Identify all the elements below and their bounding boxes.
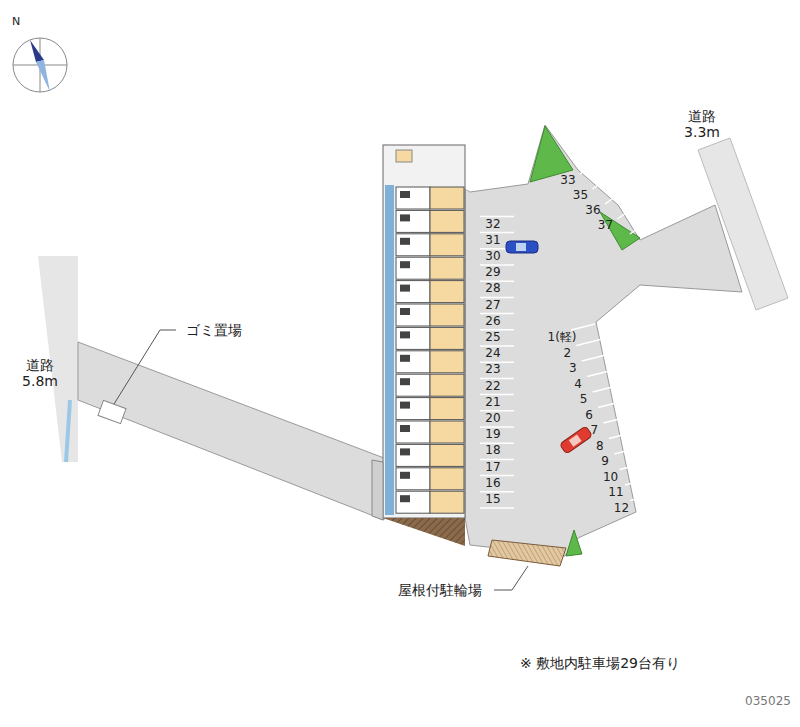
space-number: 1(軽) xyxy=(548,331,577,345)
parking-lot xyxy=(385,125,742,556)
space-number: 8 xyxy=(596,440,604,454)
space-number: 32 xyxy=(485,218,500,232)
space-number: 18 xyxy=(485,444,500,458)
callout-label: ゴミ置場 xyxy=(184,322,244,338)
space-number: 9 xyxy=(601,455,609,469)
space-number: 28 xyxy=(485,282,500,296)
space-number: 25 xyxy=(485,331,500,345)
space-number: 29 xyxy=(485,266,500,280)
space-number: 37 xyxy=(598,219,613,233)
space-number: 31 xyxy=(485,234,500,248)
road-label: 道路 5.8m xyxy=(18,357,63,389)
space-number: 6 xyxy=(585,409,593,423)
space-number: 22 xyxy=(485,380,500,394)
car-red xyxy=(559,426,592,454)
callout-label: 屋根付駐輪場 xyxy=(396,582,484,598)
north-mark: N xyxy=(12,16,20,29)
space-number: 30 xyxy=(485,250,500,264)
green-area xyxy=(566,530,582,556)
space-number: 16 xyxy=(485,477,500,491)
space-number: 27 xyxy=(485,299,500,313)
space-number: 3 xyxy=(569,362,577,376)
space-number: 17 xyxy=(485,461,500,475)
leader-line xyxy=(114,330,176,404)
bicycle-shed xyxy=(488,540,566,566)
space-number: 12 xyxy=(614,502,629,516)
leader-line xyxy=(494,566,528,590)
space-number: 36 xyxy=(585,204,600,218)
parking-stripes xyxy=(480,164,660,516)
road-edge xyxy=(66,400,70,462)
compass xyxy=(13,38,67,92)
car-blue xyxy=(506,241,538,253)
space-number: 19 xyxy=(485,428,500,442)
space-number: 24 xyxy=(485,347,500,361)
map-id: 035025 xyxy=(745,695,791,709)
space-number: 4 xyxy=(574,378,582,392)
garbage-area xyxy=(98,400,126,423)
space-number: 21 xyxy=(485,396,500,410)
space-number: 35 xyxy=(573,189,588,203)
space-number: 15 xyxy=(485,493,500,507)
caption-note: ※ 敷地内駐車場29台有り xyxy=(520,655,680,671)
space-number: 7 xyxy=(591,424,599,438)
space-number: 2 xyxy=(564,347,572,361)
space-number: 5 xyxy=(580,393,588,407)
road-label: 道路 3.3m xyxy=(680,108,725,140)
space-number: 20 xyxy=(485,412,500,426)
space-number: 23 xyxy=(485,363,500,377)
space-number: 11 xyxy=(608,486,623,500)
space-number: 10 xyxy=(603,471,618,485)
building xyxy=(372,145,465,546)
driveway xyxy=(78,342,384,520)
space-number: 33 xyxy=(560,174,575,188)
space-number: 26 xyxy=(485,315,500,329)
